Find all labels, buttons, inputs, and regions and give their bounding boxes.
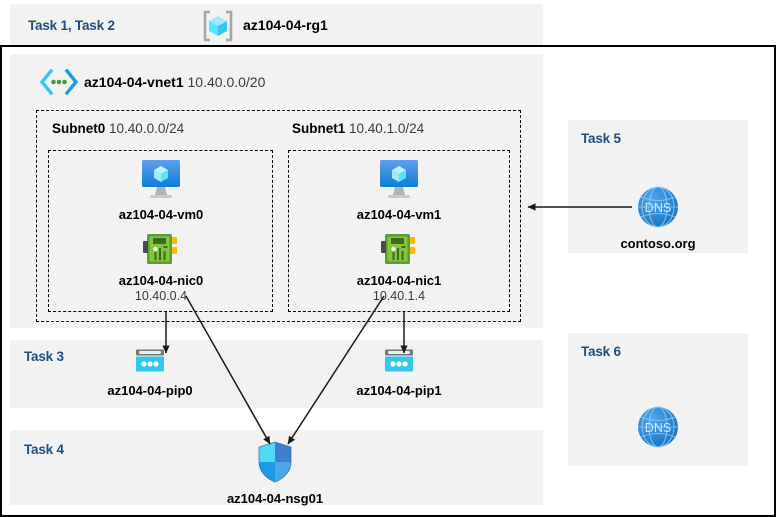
public-ip-address-icon xyxy=(60,348,240,381)
private-dns-zone-name: contoso.org xyxy=(620,236,696,251)
task6-heading: DNS zone xyxy=(568,382,776,397)
network-interface-icon xyxy=(71,232,251,271)
resource-group-icon xyxy=(200,8,236,44)
resource-group-header-panel xyxy=(10,4,543,48)
task-label-6: Task 6 xyxy=(581,344,621,359)
subnet1-box xyxy=(288,150,510,312)
node-vm0[interactable]: az104-04-vm0 xyxy=(71,158,251,223)
task5-heading: Private DNS zone xyxy=(568,160,776,175)
vnet-title: az104-04-vnet1 10.40.0.0/20 xyxy=(84,74,265,90)
nic1-label: az104-04-nic1 xyxy=(356,273,442,288)
node-pip0[interactable]: az104-04-pip0 xyxy=(60,348,240,399)
subnet0-name: Subnet0 xyxy=(52,121,106,136)
vnet-name: az104-04-vnet1 xyxy=(84,74,184,90)
subnets-container xyxy=(36,110,521,322)
network-security-group-icon xyxy=(185,440,365,489)
nic1-ip: 10.40.1.4 xyxy=(372,289,426,304)
subnet0-title: Subnet0 10.40.0.0/24 xyxy=(52,121,184,136)
virtual-machine-icon xyxy=(309,158,489,205)
svg-text:DNS: DNS xyxy=(645,201,671,215)
node-pip1[interactable]: az104-04-pip1 xyxy=(309,348,489,399)
vnet-panel xyxy=(10,54,543,328)
nsg01-label: az104-04-nsg01 xyxy=(226,491,324,506)
task-label-5: Task 5 xyxy=(581,131,621,146)
task3-panel xyxy=(10,340,543,408)
network-interface-icon xyxy=(309,232,489,271)
subnet0-box xyxy=(48,150,273,312)
pip0-label: az104-04-pip0 xyxy=(107,383,193,398)
vm0-label: az104-04-vm0 xyxy=(118,207,204,222)
svg-text:DNS: DNS xyxy=(645,421,671,435)
subnet1-cidr: 10.40.1.0/24 xyxy=(349,121,425,136)
virtual-network-icon xyxy=(38,68,80,96)
public-ip-address-icon xyxy=(309,348,489,381)
node-private-dns-zone[interactable]: DNS contoso.org xyxy=(568,185,748,252)
node-nic1[interactable]: az104-04-nic1 10.40.1.4 xyxy=(309,232,489,305)
node-nsg01[interactable]: az104-04-nsg01 xyxy=(185,440,365,507)
node-vm1[interactable]: az104-04-vm1 xyxy=(309,158,489,223)
vnet-cidr: 10.40.0.0/20 xyxy=(187,74,266,90)
subnet1-name: Subnet1 xyxy=(292,121,346,136)
task-label-4: Task 4 xyxy=(24,442,64,457)
dns-zone-icon: DNS xyxy=(636,406,680,453)
pip1-label: az104-04-pip1 xyxy=(356,383,442,398)
task-label-3: Task 3 xyxy=(24,349,64,364)
task-label-1-2: Task 1, Task 2 xyxy=(28,18,115,33)
subnet0-cidr: 10.40.0.0/24 xyxy=(109,121,185,136)
nic0-label: az104-04-nic0 xyxy=(118,273,204,288)
subnet1-title: Subnet1 10.40.1.0/24 xyxy=(292,121,424,136)
node-nic0[interactable]: az104-04-nic0 10.40.0.4 xyxy=(71,232,251,305)
dns-zone-icon: DNS xyxy=(568,185,748,234)
nic0-ip: 10.40.0.4 xyxy=(134,289,188,304)
vm1-label: az104-04-vm1 xyxy=(356,207,442,222)
node-dns-zone[interactable]: DNS xyxy=(636,405,680,454)
virtual-machine-icon xyxy=(71,158,251,205)
resource-group-name: az104-04-rg1 xyxy=(243,17,328,33)
